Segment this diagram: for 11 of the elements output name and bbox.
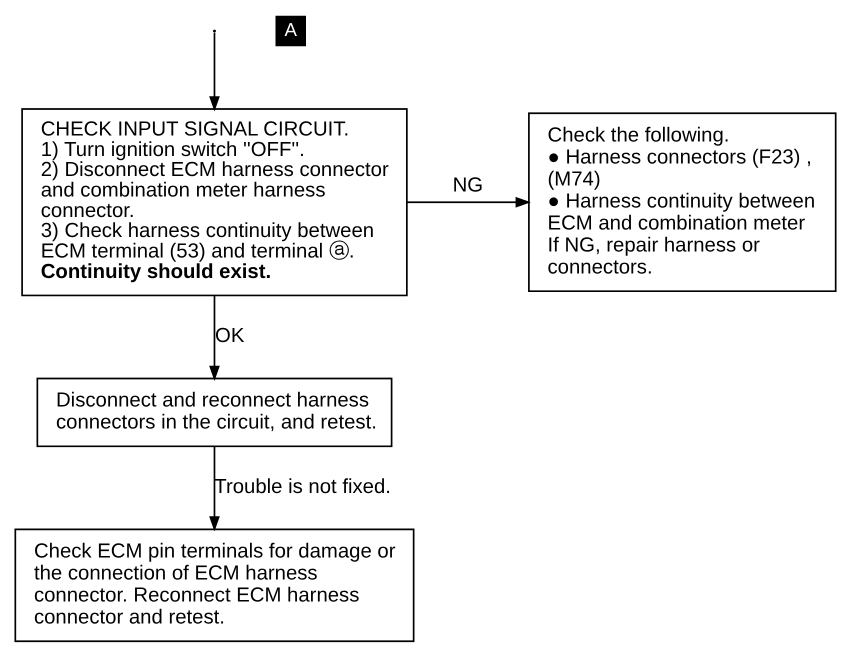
edge-label: NG [452, 174, 484, 196]
edge-label: OK [215, 324, 244, 347]
label: A [284, 18, 297, 40]
node-box: Disconnect and reconnect harness connectors in the circuit, and retest. [36, 377, 392, 447]
node-box: Check ECM pin terminals for damage or the connection of ECM harness connector. Reconnect ECM harness connector and retest. [14, 528, 414, 642]
arrow [407, 196, 531, 208]
arrow [209, 446, 220, 532]
arrow [209, 295, 220, 381]
node-box: CHECK INPUT SIGNAL CIRCUIT. 1) Turn ignition switch ''OFF''. 2) Disconnect ECM harness connector and combination meter harness connector. 3) Check harness continuity between ECM terminal (53) and terminal ⓐ. Continuity should exist. [21, 108, 408, 296]
node-box: Check the following. ● Harness connectors (F23) , (M74) ● Harness continuity between ECM and combination meter If NG, repair harness or connectors. [528, 112, 837, 292]
arrow [209, 32, 220, 111]
